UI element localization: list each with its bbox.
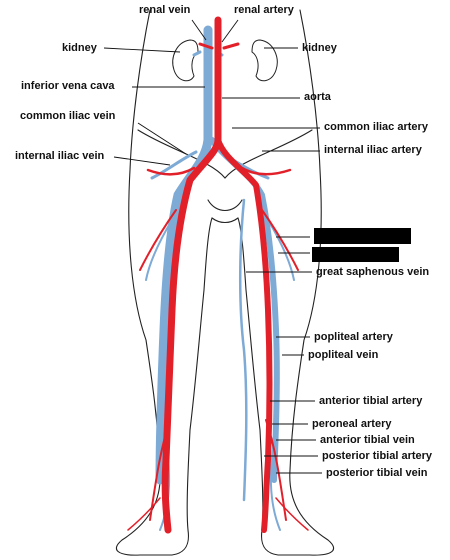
label-common-iliac-artery: common iliac artery <box>324 121 428 133</box>
label-posterior-tibial-artery: posterior tibial artery <box>322 450 433 462</box>
label-popliteal-vein: popliteal vein <box>308 349 379 361</box>
label-anterior-tibial-vein: anterior tibial vein <box>320 434 415 446</box>
redacted-label-box-2 <box>312 247 399 262</box>
label-kidney-left: kidney <box>62 42 97 54</box>
leader-lines <box>103 19 322 474</box>
label-popliteal-artery: popliteal artery <box>314 331 393 343</box>
label-renal-vein: renal vein <box>139 4 191 16</box>
label-inferior-vena-cava: inferior vena cava <box>21 80 115 92</box>
label-internal-iliac-artery: internal iliac artery <box>324 144 422 156</box>
label-renal-artery: renal artery <box>234 4 294 16</box>
artery-network <box>127 16 309 534</box>
label-peroneal-artery: peroneal artery <box>312 418 392 430</box>
label-great-saphenous-vein: great saphenous vein <box>316 266 430 278</box>
label-posterior-tibial-vein: posterior tibial vein <box>326 467 428 479</box>
label-anterior-tibial-artery: anterior tibial artery <box>319 395 423 407</box>
redacted-label-box-1 <box>314 228 411 244</box>
label-aorta: aorta <box>304 91 331 103</box>
body-outline <box>116 9 334 556</box>
label-internal-iliac-vein: internal iliac vein <box>15 150 105 162</box>
label-kidney-right: kidney <box>302 42 337 54</box>
kidney-shapes <box>172 39 278 82</box>
label-common-iliac-vein: common iliac vein <box>20 110 116 122</box>
